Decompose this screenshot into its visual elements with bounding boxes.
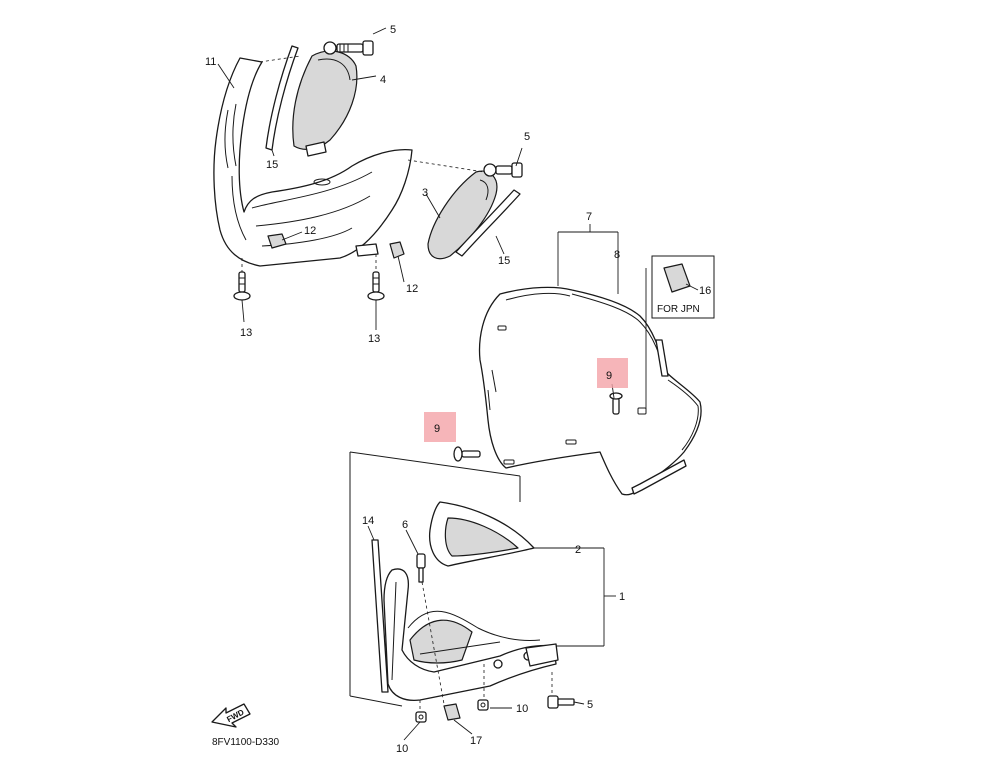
- callout-4: 4: [380, 74, 386, 86]
- jpn-label-box: FOR JPN: [651, 255, 715, 319]
- fwd-arrow-icon: FWD: [211, 703, 251, 728]
- front-cowling-assembly[interactable]: [213, 57, 413, 267]
- callout-12-right: 12: [406, 283, 418, 295]
- inner-panel-2[interactable]: [428, 501, 535, 567]
- callout-5-right: 5: [524, 131, 530, 143]
- nut-10-right[interactable]: [477, 699, 489, 711]
- lower-bracket-1[interactable]: [383, 568, 559, 702]
- callout-12-left: 12: [304, 225, 316, 237]
- bolt-6[interactable]: [416, 553, 426, 583]
- callout-17: 17: [470, 735, 482, 747]
- bolt-5-right[interactable]: [483, 162, 523, 178]
- screw-9-left[interactable]: [453, 446, 481, 462]
- highlight-9-right: [597, 358, 628, 388]
- trim-strip-right[interactable]: [455, 189, 521, 257]
- callout-5-top: 5: [390, 24, 396, 36]
- nut-10-left[interactable]: [415, 711, 427, 723]
- screw-9-right[interactable]: [609, 392, 623, 415]
- callout-3: 3: [422, 187, 428, 199]
- callout-13-left: 13: [240, 327, 252, 339]
- callout-9-left: 9: [434, 423, 440, 435]
- screw-13-right[interactable]: [367, 271, 385, 301]
- callout-1: 1: [619, 591, 625, 603]
- side-panel-4[interactable]: [292, 50, 358, 157]
- clip-17[interactable]: [443, 703, 461, 721]
- callout-13-right: 13: [368, 333, 380, 345]
- bolt-5-top[interactable]: [323, 40, 374, 56]
- highlight-9-left: [424, 412, 456, 442]
- rod-14[interactable]: [371, 539, 389, 693]
- jpn-note: FOR JPN: [657, 304, 700, 315]
- callout-2: 2: [575, 544, 581, 556]
- callout-7: 7: [586, 211, 592, 223]
- callout-10-left: 10: [396, 743, 408, 755]
- callout-16: 16: [699, 285, 711, 297]
- callout-14: 14: [362, 515, 374, 527]
- diagram-code: 8FV1100-D330: [212, 737, 280, 748]
- callout-10-right: 10: [516, 703, 528, 715]
- screw-13-left[interactable]: [233, 271, 251, 301]
- bolt-5-lower[interactable]: [547, 695, 575, 709]
- callout-9-right: 9: [606, 370, 612, 382]
- callout-6: 6: [402, 519, 408, 531]
- callout-15-right: 15: [498, 255, 510, 267]
- callout-11: 11: [205, 56, 216, 68]
- callout-8: 8: [614, 249, 620, 261]
- callout-5-lower: 5: [587, 699, 593, 711]
- callout-15-upper: 15: [266, 159, 278, 171]
